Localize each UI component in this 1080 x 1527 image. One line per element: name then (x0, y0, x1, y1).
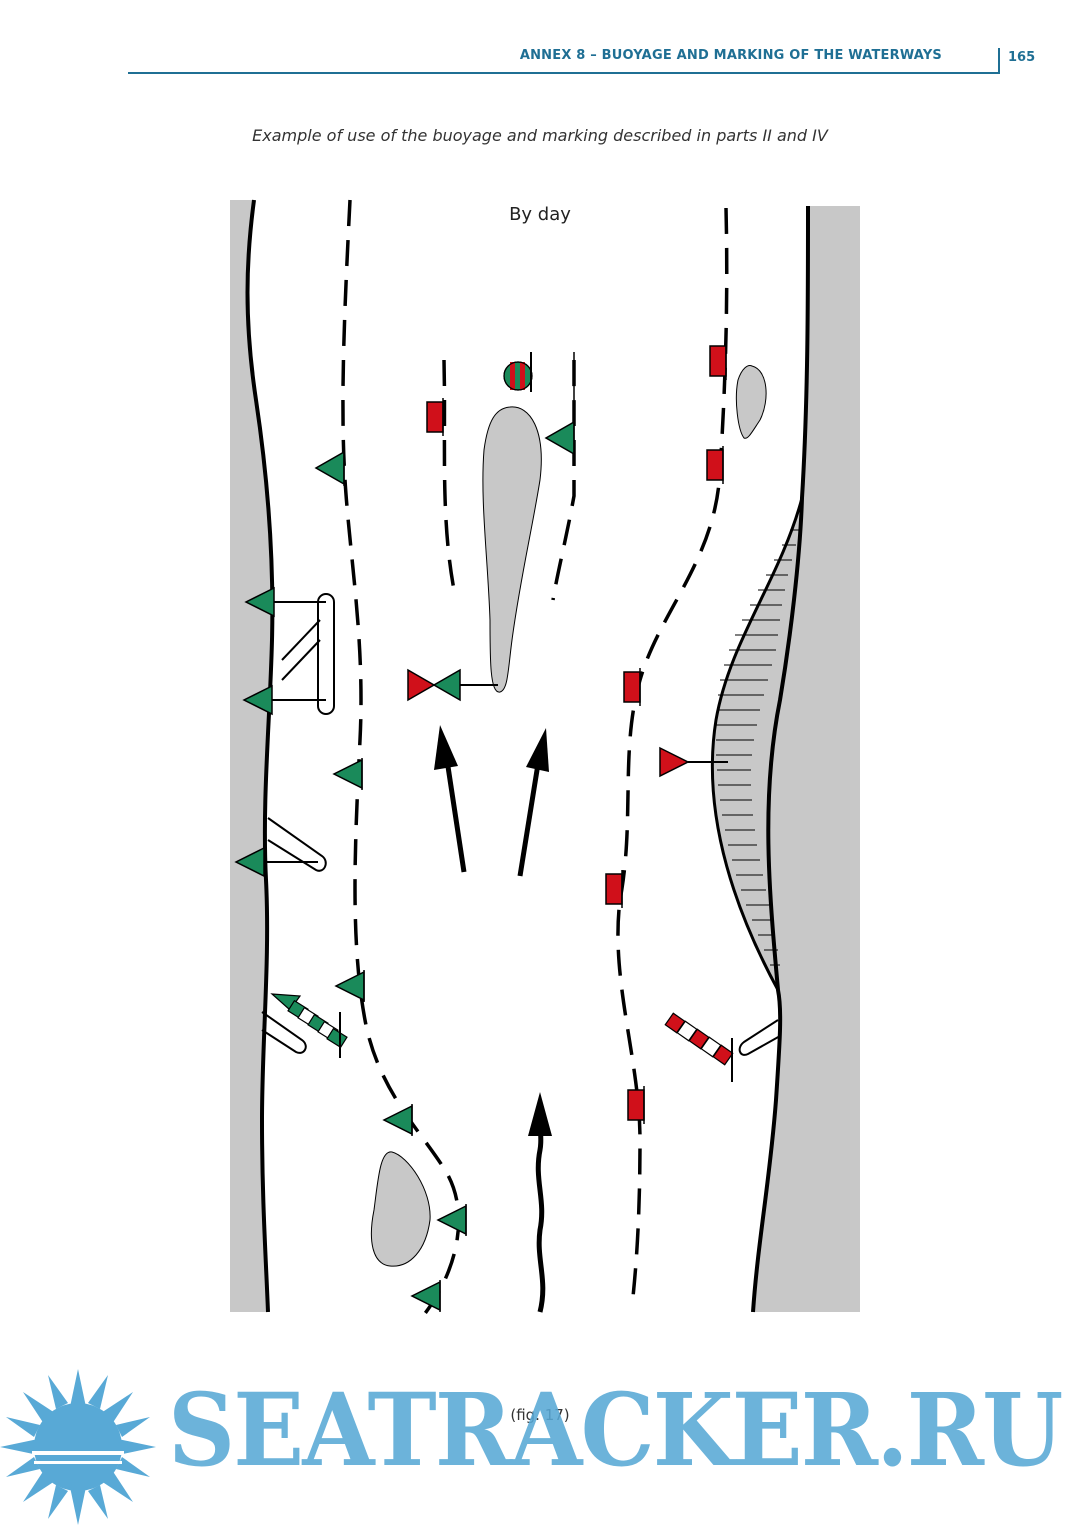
red-shore-mark (659, 746, 728, 778)
split-right-line (551, 360, 576, 601)
header-rule (128, 72, 998, 74)
green-buoy (436, 1204, 467, 1236)
watermark-logo (0, 1369, 156, 1525)
green-shore-mark (244, 586, 326, 618)
right-shoal (735, 365, 767, 439)
green-buoy (334, 970, 365, 1002)
sun-icon (0, 1369, 156, 1525)
pier-middle (267, 817, 327, 872)
arrow-right-head (526, 728, 549, 772)
green-buoy (314, 450, 345, 486)
red-buoy (623, 668, 641, 706)
page-header: ANNEX 8 – BUOYAGE AND MARKING OF THE WAT… (128, 40, 1040, 76)
diagram-label: By day (509, 204, 571, 225)
red-buoy (627, 1086, 645, 1124)
island-tip-mark (407, 668, 498, 702)
right-bank (712, 206, 860, 1312)
pier-lower-left (261, 1011, 307, 1054)
red-buoy (706, 446, 724, 484)
green-buoy (544, 352, 575, 456)
green-shore-mark (242, 684, 326, 716)
green-buoy (382, 1104, 413, 1136)
arrow-wavy-head (528, 1092, 552, 1136)
lower-left-shoal (370, 1151, 431, 1267)
green-buoy (332, 758, 363, 790)
red-striped-beacon (664, 1012, 734, 1082)
arrow-left-shaft (444, 759, 467, 873)
right-fairway-line (616, 207, 729, 1307)
green-shore-mark (234, 846, 318, 878)
arrow-wavy-shaft (535, 1119, 546, 1313)
arrow-left-head (434, 725, 458, 770)
central-island (482, 406, 542, 693)
header-separator (998, 48, 1000, 74)
left-bank (230, 200, 273, 1312)
split-left-line (442, 359, 457, 596)
right-bank-line (751, 205, 810, 1313)
figure-number: (fig. 17) (510, 1406, 570, 1424)
green-buoy (410, 1280, 441, 1312)
green-striped-beacon (270, 993, 348, 1058)
pier-upper (281, 593, 335, 715)
red-buoy (709, 342, 727, 380)
embankment-hatching (716, 529, 800, 966)
arrow-right-shaft (517, 763, 541, 877)
red-buoy (605, 870, 623, 908)
left-bank-line (245, 199, 275, 1313)
watermark-text: SEATRACKER.RU (168, 1371, 1063, 1489)
embankment-outline (710, 497, 804, 991)
bifurcation-buoy (503, 352, 533, 392)
page-number: 165 (1008, 50, 1036, 65)
header-title: ANNEX 8 – BUOYAGE AND MARKING OF THE WAT… (519, 48, 942, 63)
red-buoy (426, 398, 444, 436)
pier-lower-right (738, 1019, 781, 1056)
figure-caption: Example of use of the buoyage and markin… (252, 126, 828, 145)
